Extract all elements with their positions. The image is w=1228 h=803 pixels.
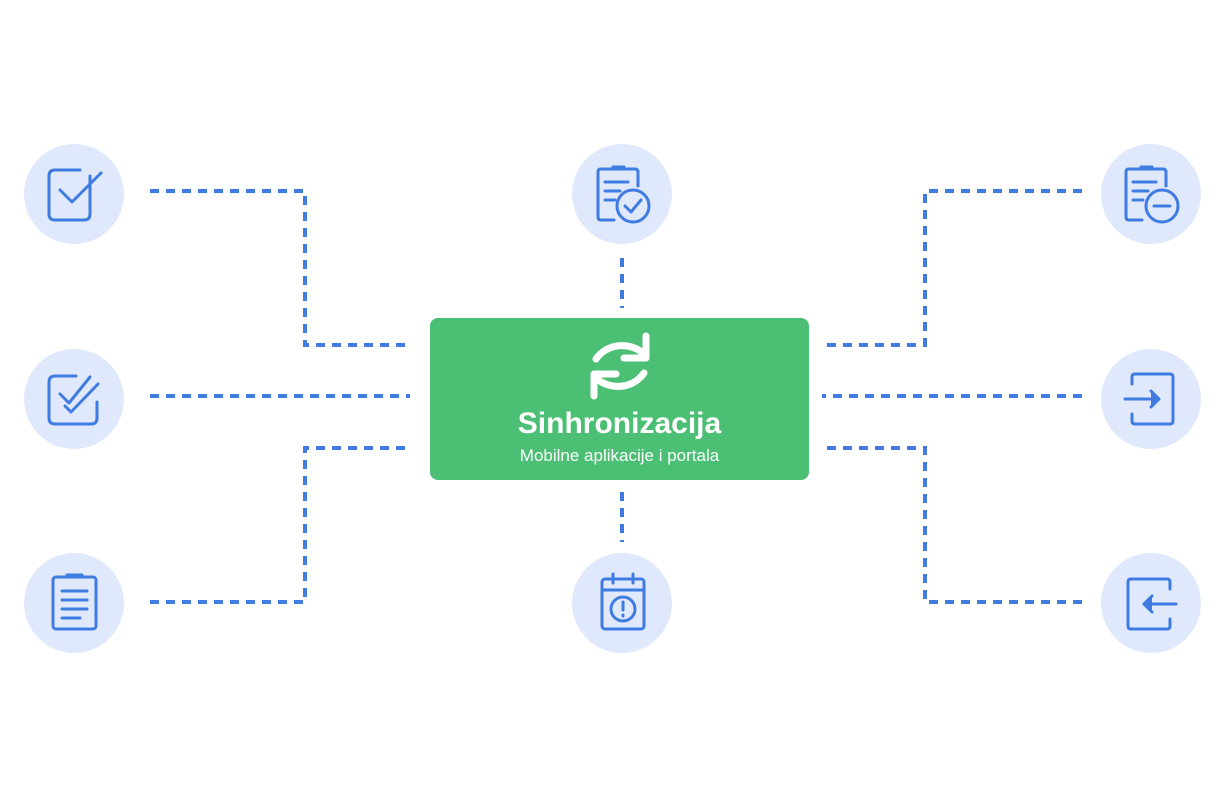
connector-top-left (150, 189, 410, 347)
node-bottom-center (572, 553, 672, 653)
connector-bottom-left (150, 446, 410, 604)
node-bottom-right (1101, 553, 1201, 653)
node-top-left (24, 144, 124, 244)
document-minus-icon (1124, 165, 1180, 224)
calendar-alert-icon (600, 572, 646, 631)
sign-out-icon (1126, 577, 1178, 631)
sync-icon (590, 332, 650, 400)
clipboard-list-icon (51, 573, 98, 631)
checkbox-double-check-icon (47, 374, 100, 426)
sync-hub (430, 318, 809, 480)
connector-top-right (822, 189, 1082, 347)
node-circle (24, 553, 124, 653)
sign-in-icon (1123, 372, 1175, 426)
node-circle (24, 144, 124, 244)
hub-box (430, 318, 809, 480)
document-check-icon (596, 165, 651, 224)
node-top-center (572, 144, 672, 244)
node-top-right (1101, 144, 1201, 244)
node-bottom-left (24, 553, 124, 653)
hub-title: Sinhronizacija (517, 407, 722, 440)
node-mid-left (24, 349, 124, 449)
connector-bottom-right (822, 446, 1082, 604)
node-mid-right (1101, 349, 1201, 449)
hub-subtitle: Mobilne aplikacije i portala (519, 446, 720, 465)
checkbox-check-icon (47, 168, 103, 222)
connector-lines (150, 189, 1082, 604)
